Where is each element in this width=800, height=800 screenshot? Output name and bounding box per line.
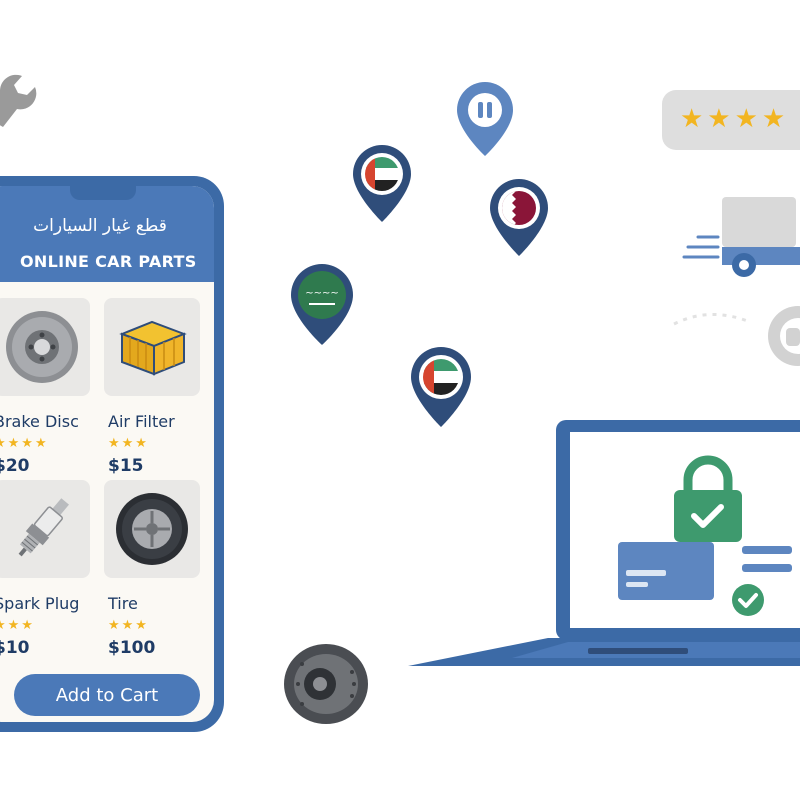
- map-pin-icon: [457, 82, 513, 156]
- wrench-icon: [0, 74, 37, 127]
- map-pin-icon: [490, 179, 548, 256]
- phone-mockup: قطع غيار السيارات ONLINE CAR PARTS Brake…: [0, 176, 224, 732]
- product-rating: ★★★: [108, 618, 149, 633]
- product-name[interactable]: Air Filter: [108, 412, 175, 431]
- credit-card-icon: [618, 542, 714, 600]
- product-rating: ★★★★: [0, 436, 49, 451]
- map-pin-icon: [411, 347, 471, 427]
- map-pin-icon: ~~~~: [291, 264, 353, 345]
- air-filter-icon: [119, 320, 187, 376]
- app-header: قطع غيار السيارات ONLINE CAR PARTS: [0, 186, 214, 282]
- product-name[interactable]: Tire: [108, 594, 138, 613]
- laptop-keyboard-base: [408, 638, 800, 666]
- product-image-brake-disc[interactable]: [0, 298, 90, 396]
- svg-text:~~~~: ~~~~: [305, 288, 339, 299]
- form-line: [742, 564, 792, 572]
- phone-notch: [70, 186, 136, 200]
- rating-stars: ★★★★: [680, 104, 790, 134]
- product-price: $100: [108, 638, 156, 658]
- product-rating: ★★★: [108, 436, 149, 451]
- checkmark-icon: [732, 584, 764, 616]
- padlock-icon: [674, 455, 742, 542]
- brake-disc-icon: [6, 311, 78, 383]
- product-price: $10: [0, 638, 30, 658]
- form-line: [742, 546, 792, 554]
- phone-screen: قطع غيار السيارات ONLINE CAR PARTS Brake…: [0, 186, 214, 722]
- product-price: $15: [108, 456, 144, 476]
- add-to-cart-button[interactable]: Add to Cart: [14, 674, 200, 716]
- product-image-air-filter[interactable]: [104, 298, 200, 396]
- map-pin-icon: [353, 145, 411, 222]
- laptop-display: [570, 432, 800, 628]
- brake-rotor-icon: [284, 644, 368, 724]
- support-icon: [673, 306, 800, 366]
- product-name[interactable]: Brake Disc: [0, 412, 79, 431]
- product-price: $20: [0, 456, 30, 476]
- product-image-spark-plug[interactable]: [0, 480, 90, 578]
- rating-badge: ★★★★: [662, 90, 800, 150]
- laptop-screen: [556, 420, 800, 640]
- product-name[interactable]: Spark Plug: [0, 594, 80, 613]
- spark-plug-icon: [18, 498, 69, 557]
- delivery-truck-icon: [682, 197, 800, 277]
- product-image-tire[interactable]: [104, 480, 200, 578]
- app-title: ONLINE CAR PARTS: [20, 252, 197, 271]
- app-title-arabic: قطع غيار السيارات: [33, 216, 167, 236]
- tire-icon: [116, 493, 188, 565]
- product-rating: ★★★: [0, 618, 35, 633]
